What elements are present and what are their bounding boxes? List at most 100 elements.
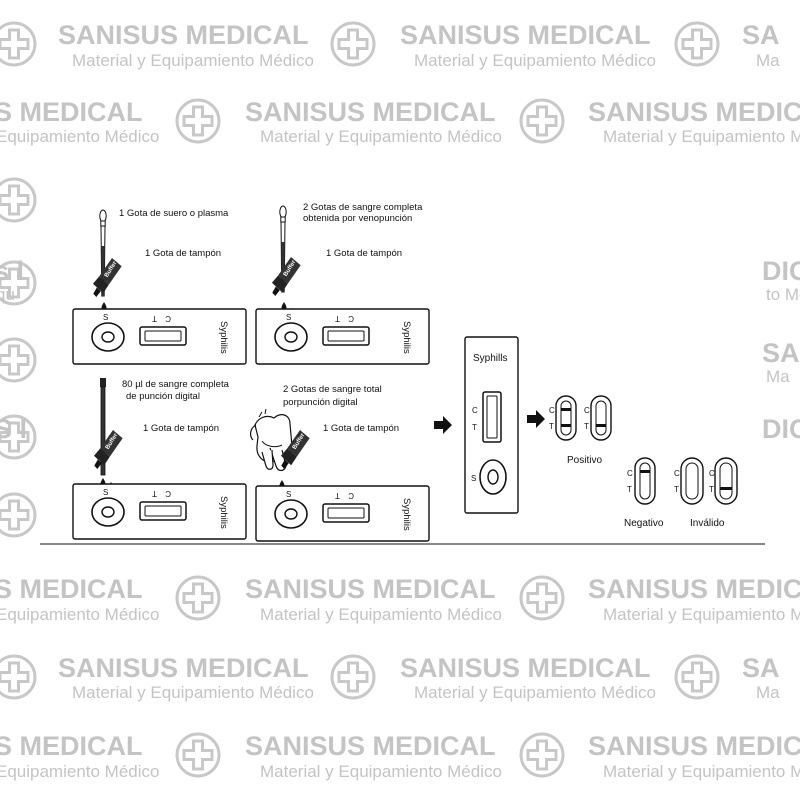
step-fingerstick-blood: Buffer 2 Gotas de sangre total porpunció… bbox=[250, 384, 430, 542]
sample-instruction: 80 µl de sangre completa bbox=[122, 379, 230, 390]
control-letter: C bbox=[348, 314, 354, 323]
watermark-tagline: Material y Equipamiento Médico bbox=[260, 762, 502, 781]
watermark-tagline: Material y Equipamiento Médico bbox=[260, 605, 502, 624]
buffer-instruction: 1 Gota de tampón bbox=[145, 248, 221, 259]
control-letter: C bbox=[165, 489, 171, 498]
capillary-tube-icon bbox=[100, 378, 106, 387]
buffer-instruction: 1 Gota de tampón bbox=[143, 423, 219, 434]
watermark-brand: SA bbox=[762, 338, 800, 368]
results-invalid: C T C T Inválido bbox=[674, 457, 738, 529]
watermark-texts: SANISUS MEDICAL Material y Equipamiento … bbox=[0, 20, 800, 781]
device-name: Syphilis bbox=[401, 321, 412, 354]
watermark-brand: DIC bbox=[762, 414, 800, 444]
test-letter: T bbox=[709, 485, 714, 494]
watermark-brand: SA bbox=[742, 653, 780, 683]
arrow-right-icon bbox=[527, 410, 545, 428]
watermark-tagline: Equipamiento Médico bbox=[0, 127, 159, 146]
step-venous-blood: Buffer 2 Gotas de sangre completa obteni… bbox=[255, 202, 430, 365]
sample-instruction: de punción digital bbox=[126, 391, 200, 402]
watermark-tagline: Ma bbox=[766, 367, 790, 386]
device-name: Syphills bbox=[473, 353, 507, 364]
results-negative: C T Negativo bbox=[624, 457, 664, 529]
watermark-tagline: Material y Equipamiento Médico bbox=[603, 605, 800, 624]
test-letter: T bbox=[549, 422, 554, 431]
sample-instruction: obtenida por venopunción bbox=[303, 213, 412, 224]
watermark-brand: S MEDICAL bbox=[0, 574, 143, 604]
control-letter: C bbox=[165, 314, 171, 323]
negative-label: Negativo bbox=[624, 518, 664, 529]
watermark-tagline: qu bbox=[0, 285, 15, 304]
result-window bbox=[482, 391, 502, 443]
control-line bbox=[640, 470, 650, 473]
control-line bbox=[561, 408, 571, 411]
watermark-tagline: Equipamiento Médico bbox=[0, 762, 159, 781]
result-window-positive bbox=[555, 395, 577, 441]
watermark-tagline: to Me bbox=[766, 285, 800, 304]
sample-letter: S bbox=[286, 313, 291, 322]
sample-letter: S bbox=[286, 490, 291, 499]
watermark-brand: SANISUS MEDICAL bbox=[58, 20, 309, 50]
watermark-tagline: Equipamiento Médico bbox=[0, 605, 159, 624]
test-line bbox=[596, 424, 606, 427]
result-window-invalid bbox=[714, 457, 738, 505]
test-letter: T bbox=[674, 485, 679, 494]
sample-instruction: porpunción digital bbox=[283, 397, 357, 408]
watermark-brand: SANISUS MEDIC bbox=[588, 574, 800, 604]
watermark-brand: SANISUS MEDIC bbox=[588, 731, 800, 761]
watermark-brand: S l bbox=[0, 414, 27, 444]
control-letter: C bbox=[627, 469, 633, 478]
watermark-brand: SANISUS MEDICAL bbox=[58, 653, 309, 683]
control-letter: C bbox=[674, 469, 680, 478]
device-name: Syphilis bbox=[218, 321, 229, 354]
watermark-tagline: Material y Equipamiento Médico bbox=[72, 51, 314, 70]
watermark-brand: SA bbox=[742, 20, 780, 50]
arrow-right-icon bbox=[434, 416, 452, 434]
test-letter: T bbox=[335, 491, 340, 500]
invalid-label: Inválido bbox=[690, 518, 725, 529]
device-name: Syphilis bbox=[401, 498, 412, 531]
watermark-brand: s l bbox=[0, 256, 24, 286]
sample-letter: S bbox=[471, 474, 476, 483]
sample-letter: S bbox=[103, 488, 108, 497]
test-letter: T bbox=[152, 314, 157, 323]
watermark-brand: DIC bbox=[762, 256, 800, 286]
buffer-bottle-icon bbox=[88, 255, 124, 302]
watermark-brand: SANISUS MEDICAL bbox=[400, 653, 651, 683]
positive-label: Positivo bbox=[567, 455, 602, 466]
results-positive: C T C T Positivo bbox=[549, 395, 612, 466]
control-letter: C bbox=[549, 406, 555, 415]
buffer-instruction: 1 Gota de tampón bbox=[326, 248, 402, 259]
result-window-negative bbox=[634, 457, 656, 505]
test-letter: T bbox=[472, 423, 477, 432]
test-letter: T bbox=[152, 489, 157, 498]
result-window-positive bbox=[590, 395, 612, 441]
watermark-tagline: Ma bbox=[756, 683, 780, 702]
test-letter: T bbox=[335, 314, 340, 323]
control-letter: C bbox=[472, 406, 478, 415]
test-letter: T bbox=[627, 485, 632, 494]
watermark-brand: S MEDICAL bbox=[0, 97, 143, 127]
sample-letter: S bbox=[103, 313, 108, 322]
sample-instruction: 2 Gotas de sangre total bbox=[283, 384, 382, 395]
control-letter: C bbox=[709, 469, 715, 478]
watermark-tagline: Material y Equipamiento Médico bbox=[603, 762, 800, 781]
sample-instruction: 1 Gota de suero o plasma bbox=[119, 208, 229, 219]
cassette-vertical: Syphills C T S bbox=[464, 336, 519, 514]
step-serum-plasma: Buffer 1 Gota de suero o plasma 1 Gota d… bbox=[72, 208, 247, 365]
watermark-brand: SANISUS MEDICAL bbox=[245, 97, 496, 127]
control-letter: C bbox=[584, 406, 590, 415]
watermark-tagline: Material y Equipamiento Médico bbox=[414, 51, 656, 70]
watermark-brand: SANISUS MEDICAL bbox=[245, 731, 496, 761]
result-window-invalid bbox=[680, 457, 704, 505]
watermark-brand: SANISUS MEDICAL bbox=[400, 20, 651, 50]
test-line bbox=[561, 424, 571, 427]
control-letter: C bbox=[348, 491, 354, 500]
buffer-instruction: 1 Gota de tampón bbox=[323, 423, 399, 434]
watermark-tagline: Material y Equipamiento Médico bbox=[260, 127, 502, 146]
watermark-brand: S MEDICAL bbox=[0, 731, 143, 761]
sample-instruction: 2 Gotas de sangre completa bbox=[303, 202, 423, 213]
buffer-bottle-icon bbox=[89, 427, 125, 474]
test-line bbox=[720, 487, 732, 490]
